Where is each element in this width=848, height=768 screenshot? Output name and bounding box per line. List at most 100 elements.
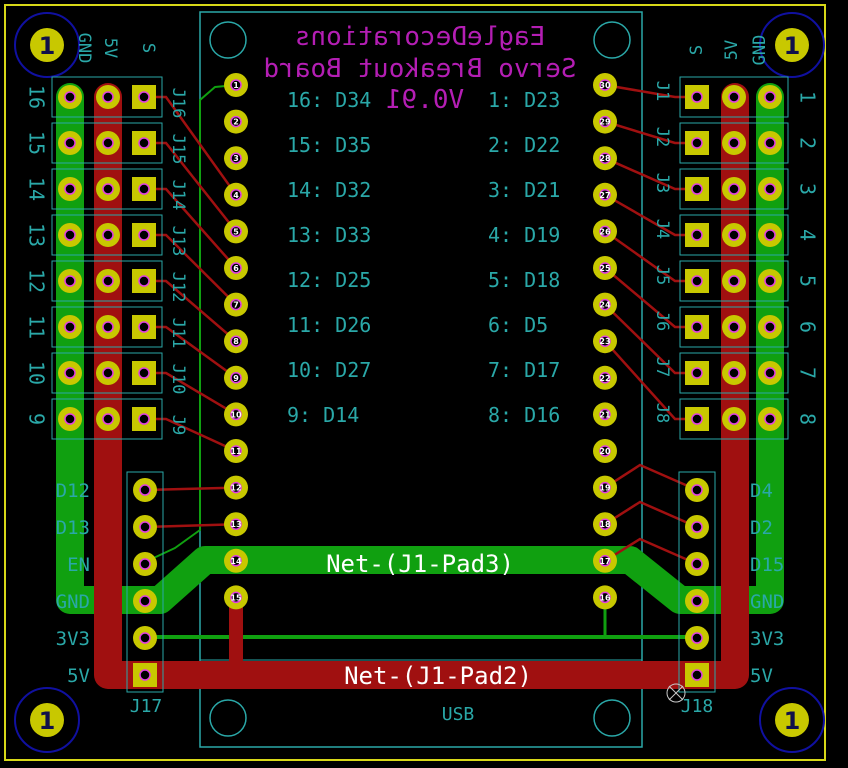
right-column-label: GND (750, 35, 770, 66)
left-5v-pad-drill (102, 321, 114, 333)
esp-left-pin-number: 4 (233, 191, 239, 200)
esp-left-pin-number: 2 (233, 118, 239, 127)
right-signal-trace (604, 83, 697, 99)
esp-right-pin-number: 16 (599, 593, 611, 602)
j18-pad-drill (691, 595, 703, 607)
left-header-ref: J12 (168, 272, 188, 303)
right-gnd-pad-drill (764, 413, 776, 425)
esp-right-pin-drill (599, 408, 611, 421)
board-outline (4, 4, 826, 761)
j17-pin-label: 3V3 (56, 628, 90, 650)
left-5v-pad-drill (102, 137, 114, 149)
left-signal-trace (144, 95, 238, 196)
mapping-right-entry: 6: D5 (488, 313, 548, 337)
esp32-pins: 1234567891011121314153029282726252423222… (224, 73, 617, 610)
esp-right-pin-number: 28 (599, 154, 611, 163)
mount-hole-label: 1 (39, 707, 56, 735)
esp-left-pin-drill (230, 555, 242, 567)
right-header-ref: J8 (652, 403, 672, 423)
left-row-number: 13 (25, 223, 49, 247)
left-signal-trace (144, 417, 237, 453)
board-version: V0.91 (386, 85, 464, 115)
left-header-outline (51, 398, 163, 440)
j17-pad-drill (139, 484, 151, 496)
esp-left-pin-number: 3 (233, 154, 239, 163)
esp-left-pin-number: 10 (230, 410, 242, 419)
esp-right-pin-drill (599, 262, 611, 274)
left-header-ref: J16 (168, 88, 188, 119)
mount-hole-pad (30, 703, 64, 737)
left-row-number: 16 (25, 85, 49, 109)
right-header-ref: J4 (652, 219, 672, 239)
left-5v-pad-drill (102, 229, 114, 241)
esp-left-pin-number: 11 (230, 447, 242, 456)
right-gnd-pad-drill (764, 137, 776, 149)
left-header-outline (51, 214, 163, 256)
mount-hole-label: 1 (784, 707, 801, 735)
left-gnd-pad-drill (64, 367, 76, 379)
right-header-outline (679, 122, 789, 164)
left-gnd-pad-drill (64, 321, 76, 333)
left-signal-trace (144, 325, 237, 379)
right-row-number: 8 (796, 413, 820, 425)
mapping-right-entry: 3: D21 (488, 178, 560, 202)
module-hole-tr (593, 21, 631, 59)
usb-label: USB (442, 704, 475, 725)
left-row-number: 14 (25, 177, 49, 201)
j18-pin-label: 3V3 (750, 628, 784, 650)
j18-trace (604, 463, 698, 492)
right-signal-trace (604, 230, 697, 283)
j18-pad-drill (691, 521, 703, 533)
left-header-outline (51, 76, 163, 118)
mapping-left-entry: 16: D34 (287, 88, 371, 112)
left-header-ref: J11 (168, 318, 188, 349)
right-signal-pad-drill (691, 321, 703, 333)
esp-left-pin-number: 5 (233, 227, 239, 236)
right-5v-pad-drill (728, 321, 740, 333)
esp-right-pin-number: 30 (599, 81, 611, 90)
j18-pad-drill (691, 632, 703, 644)
left-signal-pad-drill (138, 229, 150, 241)
left-signal-trace (144, 187, 237, 269)
left-signal-trace (144, 371, 237, 416)
esp-left-pin-drill (230, 518, 242, 530)
j18-pad-drill (691, 484, 703, 496)
mount-hole-ring (759, 12, 825, 78)
left-row-number: 11 (25, 315, 49, 339)
mapping-left-entry: 14: D32 (287, 178, 371, 202)
right-gnd-pad-drill (764, 91, 776, 103)
right-header-ref: J3 (652, 173, 672, 193)
left-5v-pad-drill (102, 183, 114, 195)
esp-right-pin-number: 22 (599, 374, 610, 383)
mapping-left-entry: 12: D25 (287, 268, 371, 292)
j17-outline (126, 471, 164, 693)
right-signal-pad-drill (691, 413, 703, 425)
esp-right-pin-number: 20 (599, 447, 611, 456)
mapping-right-entry: 2: D22 (488, 133, 560, 157)
esp-right-pin-drill (599, 518, 611, 530)
esp-left-pin-number: 1 (233, 81, 239, 90)
esp-right-pin-number: 18 (599, 520, 611, 529)
right-column-label: S (687, 45, 707, 55)
right-5v-pad-drill (728, 367, 740, 379)
esp-left-pin-drill (230, 481, 242, 494)
power-net-label: Net-(J1-Pad2) (344, 662, 532, 690)
esp-left-pin-drill (230, 152, 242, 164)
j18-trace (604, 500, 698, 529)
board-title: EagleDecorations (295, 22, 545, 52)
left-signal-trace (144, 233, 237, 306)
esp-right-pin-number: 19 (599, 484, 611, 493)
esp-left-pin-drill (230, 189, 242, 201)
module-hole-br (593, 699, 631, 737)
right-signal-pad-drill (691, 229, 703, 241)
esp-left-pin-number: 6 (233, 264, 239, 273)
esp-left-pin-drill (230, 262, 242, 274)
mount-hole-pad (30, 28, 64, 62)
esp-right-pin-number: 29 (599, 118, 611, 127)
